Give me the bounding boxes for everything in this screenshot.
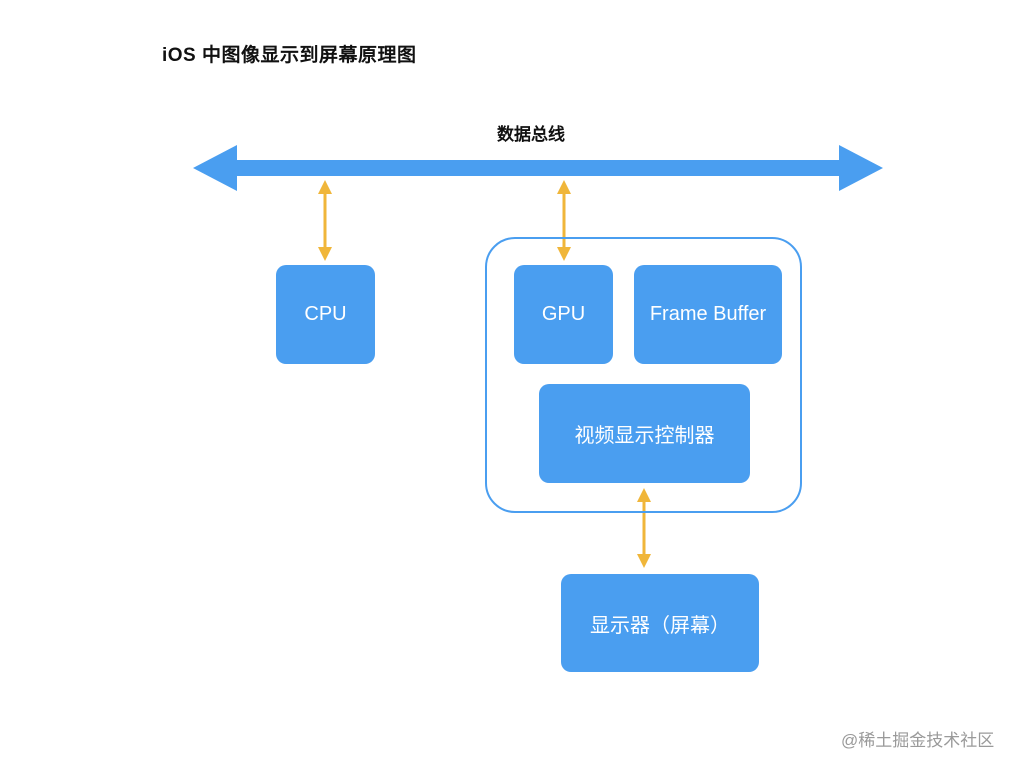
video-controller-node: 视频显示控制器	[539, 384, 750, 483]
arrowhead-up	[637, 488, 651, 502]
cpu-node: CPU	[276, 265, 375, 364]
cpu-label: CPU	[304, 303, 347, 325]
bus-gpu-connector	[557, 180, 571, 261]
frame-buffer-label: Frame Buffer	[649, 303, 767, 325]
bus-label: 数据总线	[497, 125, 565, 144]
data-bus-arrow	[193, 145, 883, 191]
arrowhead-down	[318, 247, 332, 261]
data-bus-right-arrowhead	[839, 145, 883, 191]
data-bus-left-arrowhead	[193, 145, 237, 191]
watermark: @稀土掘金技术社区	[841, 731, 995, 750]
display-label: 显示器（屏幕）	[590, 614, 730, 637]
arrowhead-up	[318, 180, 332, 194]
arrowhead-up	[557, 180, 571, 194]
gpu-label: GPU	[541, 303, 586, 325]
bus-cpu-connector	[318, 180, 332, 261]
controller-display-connector	[637, 488, 651, 568]
data-bus-shaft	[234, 160, 842, 176]
gpu-node: GPU	[514, 265, 613, 364]
diagram-title: iOS 中图像显示到屏幕原理图	[162, 45, 417, 66]
frame-buffer-node: Frame Buffer	[634, 265, 782, 364]
display-node: 显示器（屏幕）	[561, 574, 759, 672]
arrowhead-down	[557, 247, 571, 261]
arrowhead-down	[637, 554, 651, 568]
video-controller-label: 视频显示控制器	[574, 425, 715, 447]
gpu-subsystem-group	[485, 237, 802, 513]
